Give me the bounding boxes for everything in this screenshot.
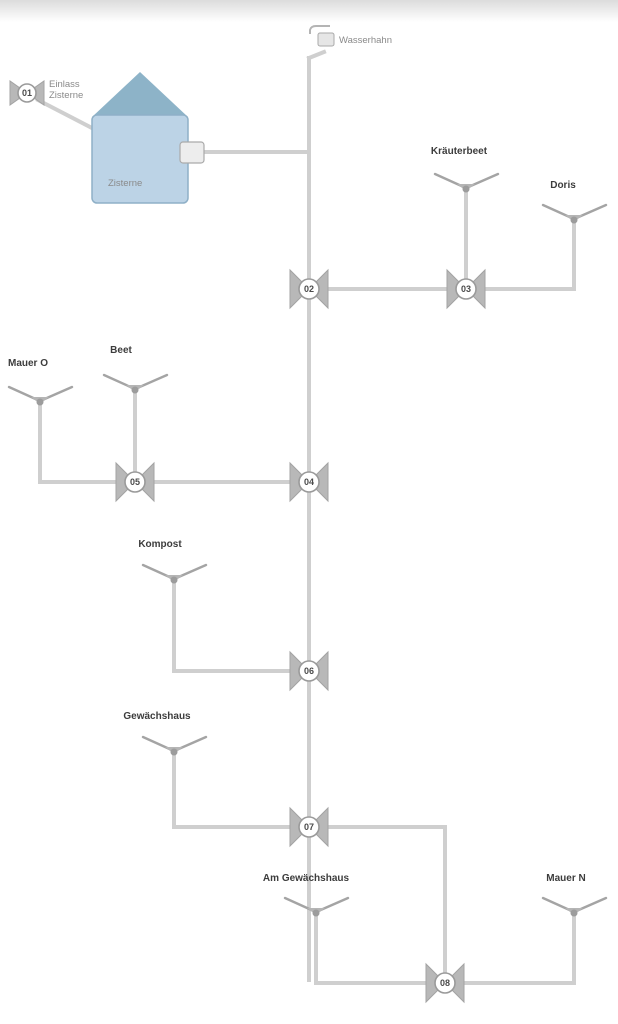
cistern-tank [91,114,189,204]
sprinkler-label-beet: Beet [110,345,132,356]
sprinkler-icon [433,172,500,193]
valve-01-label: 01 [22,88,32,98]
valve-01[interactable]: 01 [9,80,45,106]
sprinkler-label-mauer-n: Mauer N [546,873,585,884]
sprinkler-am-gewaechshaus[interactable]: Am Gewächshaus [263,873,350,917]
sprinkler-doris[interactable]: Doris [541,180,608,224]
valve-05-label: 05 [130,477,140,487]
pipe-branch-07 [172,750,311,829]
valve-06-ring [298,660,320,682]
cistern-outlet-box[interactable] [179,141,205,164]
sprinkler-mauer-o[interactable]: Mauer O [7,358,74,406]
valve-02-ring [298,278,320,300]
sprinkler-label-kraeuterbeet: Kräuterbeet [431,146,488,157]
valve-03-ring [455,278,477,300]
pipe-branch-07-east [307,825,447,985]
valve-07[interactable]: 07 [289,806,329,848]
valve-07-ring [298,816,320,838]
valve-02[interactable]: 02 [289,268,329,310]
pipe-branch-06 [172,578,311,673]
sprinkler-label-mauer-o: Mauer O [8,358,48,369]
sprinkler-mauer-n[interactable]: Mauer N [541,873,608,917]
faucet-box [317,32,335,47]
faucet-icon [309,25,330,34]
faucet-label: Wasserhahn [339,35,392,46]
sprinkler-kompost[interactable]: Kompost [138,539,208,584]
inlet-label-line2: Zisterne [49,90,83,101]
sprinkler-label-gewaechshaus: Gewächshaus [123,711,191,722]
valve-04-ring [298,471,320,493]
top-shadow [0,0,618,22]
pipe-branch-04 [38,400,311,484]
valve-05-ring [124,471,146,493]
sprinkler-beet[interactable]: Beet [102,345,169,394]
sprinkler-label-doris: Doris [550,180,576,191]
valve-02-label: 02 [304,284,314,294]
pipe-branch-02 [307,218,576,291]
pipe-faucet-connector [306,49,327,61]
inlet-label-line1: Einlass [49,79,80,90]
sprinkler-icon [283,896,350,917]
valve-04[interactable]: 04 [289,461,329,503]
sprinkler-icon [141,563,208,584]
valve-07-label: 07 [304,822,314,832]
valve-03[interactable]: 03 [446,268,486,310]
sprinkler-icon [541,203,608,224]
cistern: Zisterne [91,72,205,204]
sprinkler-icon [141,735,208,756]
sprinkler-icon [541,896,608,917]
sprinkler-icon [7,385,74,406]
sprinkler-label-am-gewaechshaus: Am Gewächshaus [263,873,350,884]
valve-08-ring [434,972,456,994]
sprinkler-gewaechshaus[interactable]: Gewächshaus [123,711,208,756]
cistern-roof [92,72,188,117]
valve-08[interactable]: 08 [425,962,465,1004]
valve-01-ring [17,83,37,103]
pipe-inlet [35,97,95,131]
sprinkler-icon [102,373,169,394]
valve-08-label: 08 [440,978,450,988]
valve-04-label: 04 [304,477,314,487]
valve-05[interactable]: 05 [115,461,155,503]
cistern-label: Zisterne [108,178,142,189]
valve-06[interactable]: 06 [289,650,329,692]
sprinkler-label-kompost: Kompost [138,539,182,550]
valve-03-label: 03 [461,284,471,294]
valve-06-label: 06 [304,666,314,676]
faucet[interactable]: Wasserhahn [309,25,392,47]
sprinkler-kraeuterbeet[interactable]: Kräuterbeet [431,146,500,193]
